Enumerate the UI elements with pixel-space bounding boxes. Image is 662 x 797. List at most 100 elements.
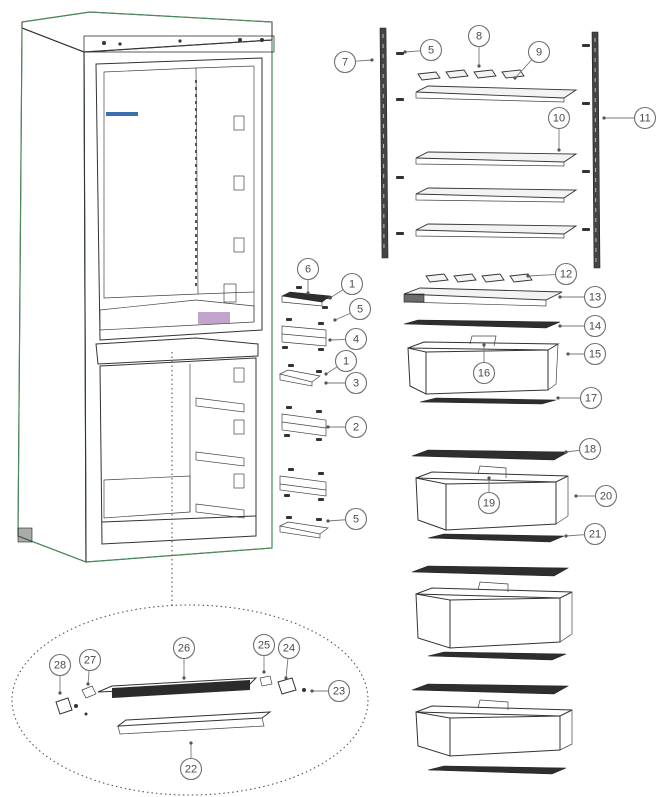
leader-dot bbox=[557, 148, 561, 152]
callout-number: 9 bbox=[536, 47, 542, 59]
callout-circle bbox=[333, 50, 357, 74]
callout-circle bbox=[472, 361, 496, 385]
freezer-drawer-set-3 bbox=[411, 683, 573, 775]
callout-circle bbox=[348, 297, 372, 321]
leader-dot bbox=[326, 425, 330, 429]
callout-c28: 28 bbox=[48, 653, 72, 695]
callout-c25: 25 bbox=[252, 633, 276, 674]
leader-dot bbox=[86, 682, 90, 686]
callout-c10: 10 bbox=[547, 106, 571, 152]
callout-circle bbox=[344, 507, 368, 531]
callout-circle bbox=[583, 522, 607, 546]
leader-line bbox=[285, 658, 289, 679]
callout-number: 25 bbox=[258, 640, 270, 652]
callout-number: 28 bbox=[54, 660, 66, 672]
callout-c5c: 5 bbox=[326, 507, 368, 531]
leader-dot bbox=[328, 338, 332, 342]
callout-circle bbox=[554, 262, 578, 286]
leader-dot bbox=[262, 670, 266, 674]
leader-line bbox=[565, 534, 585, 537]
shelf-clips-upper bbox=[417, 69, 525, 81]
leader-dot bbox=[602, 116, 606, 120]
shelf-clips-lower bbox=[425, 273, 533, 283]
callout-circle bbox=[344, 371, 368, 395]
callout-number: 16 bbox=[478, 368, 490, 380]
callout-c17: 17 bbox=[556, 386, 603, 410]
refrigerator-cabinet bbox=[17, 11, 275, 563]
leader-dot bbox=[558, 295, 562, 299]
callout-circle bbox=[583, 342, 607, 366]
leader-dot bbox=[333, 318, 337, 322]
leader-dot bbox=[58, 691, 62, 695]
callout-circle bbox=[477, 491, 501, 515]
leader-line bbox=[565, 449, 580, 453]
leader-line bbox=[325, 366, 338, 375]
callout-circle bbox=[296, 257, 320, 281]
callout-number: 2 bbox=[353, 422, 359, 434]
callout-number: 22 bbox=[185, 764, 197, 776]
callout-number: 10 bbox=[553, 113, 565, 125]
callout-number: 19 bbox=[483, 498, 495, 510]
callout-number: 11 bbox=[639, 113, 650, 125]
callout-circle bbox=[419, 38, 443, 62]
callout-c6: 6 bbox=[296, 257, 320, 295]
leader-dot bbox=[556, 396, 560, 400]
callout-number: 4 bbox=[353, 334, 359, 346]
leader-dot bbox=[477, 64, 481, 68]
callout-circle bbox=[583, 314, 607, 338]
callout-circle bbox=[48, 653, 72, 677]
callout-number: 5 bbox=[353, 514, 359, 526]
leader-dot bbox=[558, 324, 562, 328]
callout-c15: 15 bbox=[566, 342, 607, 366]
callout-number: 1 bbox=[343, 356, 349, 368]
leader-line bbox=[404, 50, 421, 53]
callout-c16: 16 bbox=[472, 343, 496, 385]
leader-line bbox=[87, 670, 90, 685]
callout-c18: 18 bbox=[564, 437, 602, 461]
callout-c7: 7 bbox=[333, 50, 374, 74]
leader-dot bbox=[306, 291, 310, 295]
leader-dot bbox=[574, 494, 578, 498]
leader-dot bbox=[482, 343, 486, 347]
callout-circle bbox=[277, 636, 301, 660]
callout-number: 5 bbox=[357, 304, 363, 316]
callout-number: 12 bbox=[560, 269, 572, 281]
callout-c23: 23 bbox=[310, 679, 351, 703]
leader-dot bbox=[328, 296, 332, 300]
leader-line bbox=[334, 312, 351, 321]
callout-c5a: 5 bbox=[403, 38, 443, 62]
callout-number: 5 bbox=[428, 45, 434, 57]
callout-number: 14 bbox=[589, 321, 601, 333]
crisper-grill bbox=[419, 397, 557, 405]
callout-c24: 24 bbox=[277, 636, 301, 680]
leader-dot bbox=[564, 534, 568, 538]
callout-circle bbox=[172, 636, 196, 660]
glass-shelves bbox=[415, 85, 578, 239]
callout-circle bbox=[467, 24, 491, 48]
rail-screws bbox=[396, 44, 590, 235]
leader-line bbox=[329, 289, 344, 299]
leader-dot bbox=[324, 372, 328, 376]
callout-c8: 8 bbox=[467, 24, 491, 68]
callout-c14: 14 bbox=[558, 314, 607, 338]
callout-number: 8 bbox=[476, 31, 482, 43]
callout-circle bbox=[179, 757, 203, 781]
leader-dot bbox=[326, 519, 330, 523]
leader-dot bbox=[526, 274, 530, 278]
callout-number: 21 bbox=[589, 529, 601, 541]
leader-dot bbox=[182, 676, 186, 680]
callout-c2: 2 bbox=[326, 415, 368, 439]
callout-c12: 12 bbox=[526, 262, 578, 286]
left-vertical-rail bbox=[379, 27, 389, 259]
right-vertical-rail bbox=[591, 31, 601, 269]
callout-circle bbox=[578, 437, 602, 461]
leader-dot bbox=[189, 741, 193, 745]
leader-dot bbox=[564, 450, 568, 454]
leader-dot bbox=[566, 352, 570, 356]
callout-c3: 3 bbox=[324, 371, 368, 395]
callout-circle bbox=[583, 285, 607, 309]
leader-dot bbox=[403, 50, 407, 54]
callout-c13: 13 bbox=[558, 285, 607, 309]
callout-circle bbox=[78, 648, 102, 672]
leader-line bbox=[329, 338, 346, 341]
